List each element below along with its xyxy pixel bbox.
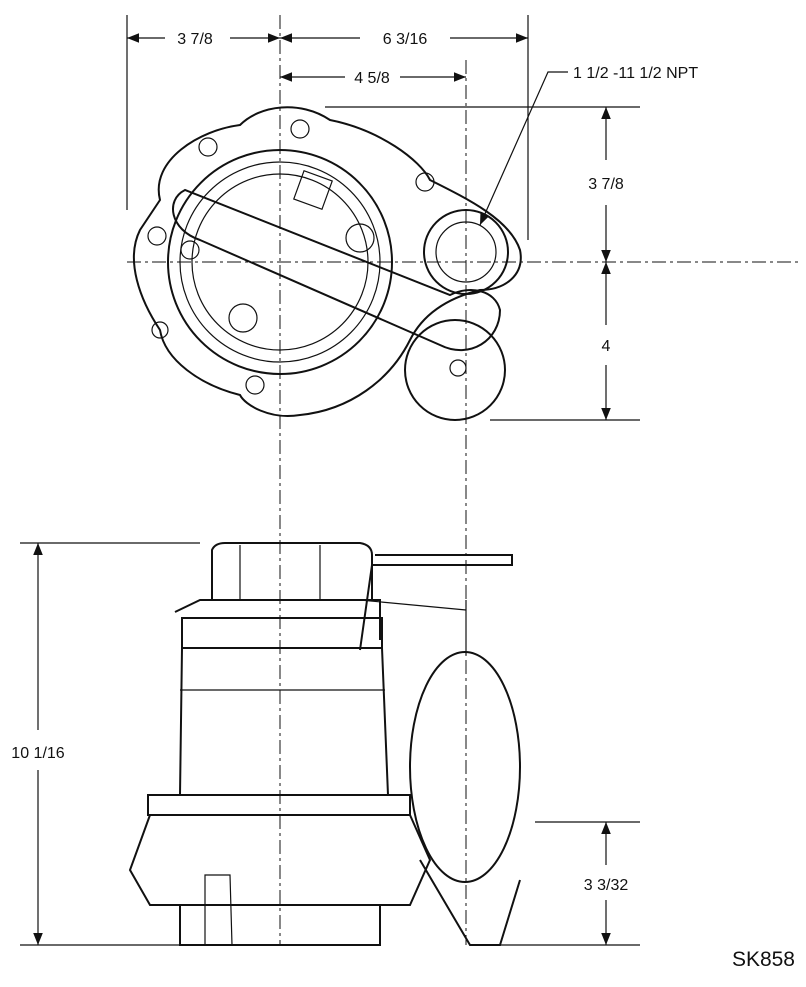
dim-overall-height: 10 1/16 bbox=[11, 745, 64, 762]
dim-right-width: 6 3/16 bbox=[383, 31, 428, 48]
center-lines bbox=[127, 15, 800, 945]
top-dimensions: 3 7/8 6 3/16 4 5/8 bbox=[126, 15, 529, 240]
dim-center-offset: 4 5/8 bbox=[354, 70, 390, 87]
dim-upper-height: 3 7/8 bbox=[588, 176, 624, 193]
side-dimensions: 10 1/16 3 3/32 bbox=[11, 542, 640, 946]
discharge-callout: 1 1/2 -11 1/2 NPT bbox=[573, 65, 698, 82]
pump-side-view bbox=[128, 542, 521, 946]
part-number: SK858 bbox=[732, 948, 795, 971]
right-dimensions-top: 3 7/8 4 1 1/2 -11 1/2 NPT bbox=[325, 65, 698, 421]
pump-top-view bbox=[132, 106, 522, 421]
dim-lower-height: 4 bbox=[602, 338, 611, 355]
dim-left-width: 3 7/8 bbox=[177, 31, 213, 48]
dim-switch-height: 3 3/32 bbox=[584, 877, 629, 894]
